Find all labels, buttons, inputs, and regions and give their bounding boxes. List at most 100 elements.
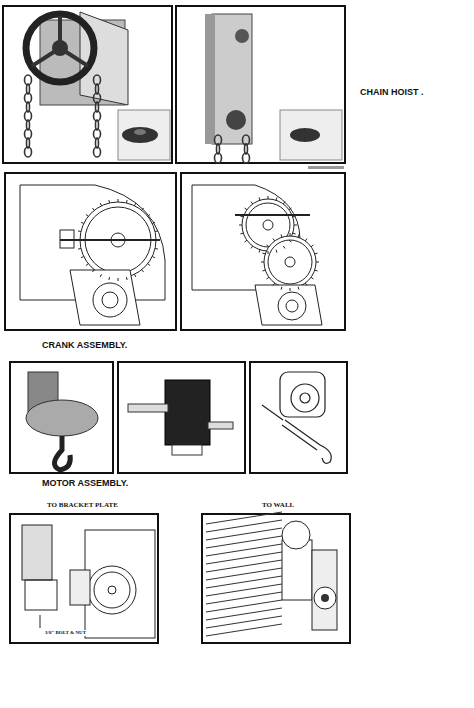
- gear-tooth: [126, 277, 128, 280]
- photo-frame: [176, 6, 345, 163]
- section-title: MOTOR ASSEMBLY.: [42, 479, 128, 489]
- drawing-frame: [10, 362, 113, 473]
- gear-tooth: [268, 251, 269, 254]
- gear-teeth: [77, 196, 319, 291]
- gear-tooth: [289, 208, 291, 210]
- view-title: TO WALL: [262, 502, 294, 510]
- gear-tooth: [92, 208, 94, 210]
- gear-tooth: [245, 208, 247, 210]
- gear-tooth: [267, 277, 269, 279]
- gear-tooth: [118, 199, 119, 202]
- gear-tooth: [240, 233, 243, 235]
- gear-tooth: [281, 234, 283, 237]
- drawing-frame: [5, 173, 176, 330]
- drawing-frame: [250, 362, 347, 473]
- bracket-mount: [22, 525, 155, 638]
- gear-tooth: [293, 216, 296, 218]
- gear-tooth: [155, 230, 158, 232]
- gear-tooth: [298, 287, 300, 290]
- chain-hoist-box: [205, 14, 342, 160]
- gear-tooth: [118, 278, 119, 281]
- gear-tooth: [267, 245, 269, 247]
- gear-tooth: [245, 240, 247, 242]
- door-slat: [206, 624, 282, 636]
- gear-tooth: [239, 225, 242, 226]
- gear-tooth: [142, 270, 144, 272]
- gear-tooth: [86, 214, 88, 216]
- gear-box: [128, 380, 233, 455]
- gear-tooth: [251, 202, 253, 204]
- gear-tooth: [86, 264, 88, 266]
- gear-tooth: [77, 240, 80, 241]
- gear-tooth: [281, 287, 283, 290]
- gear-tooth: [268, 196, 269, 199]
- gear-tooth: [305, 239, 307, 241]
- section-title: CRANK ASSEMBLY.: [42, 341, 127, 351]
- drawing-frame: [10, 514, 158, 643]
- gear-tooth: [152, 222, 155, 223]
- gear-tooth: [108, 277, 110, 280]
- chain-link: [25, 147, 32, 157]
- gear-tooth: [148, 264, 150, 266]
- gear-tooth: [100, 203, 101, 206]
- drawing-frame: [118, 362, 245, 473]
- gear-tooth: [261, 262, 264, 263]
- gear-tooth: [259, 197, 261, 200]
- gear-tooth: [262, 253, 265, 255]
- gear-tooth: [134, 203, 135, 206]
- gear-tooth: [152, 256, 155, 257]
- gear-tooth: [273, 239, 275, 241]
- gear-tooth: [148, 214, 150, 216]
- gear-tooth: [92, 270, 94, 272]
- view-title: TO BRACKET PLATE: [47, 502, 118, 510]
- gear-tooth: [298, 234, 300, 237]
- gear-tooth: [305, 283, 307, 285]
- gear-tooth: [316, 262, 319, 263]
- chain-link: [94, 147, 101, 157]
- gear-tooth: [276, 197, 278, 200]
- gear-tooth: [78, 230, 81, 232]
- gear-tooth: [259, 250, 261, 253]
- gear-tooth: [290, 288, 291, 291]
- wall-mount: [206, 512, 337, 636]
- gear-tooth: [273, 283, 275, 285]
- gear-tooth: [156, 240, 159, 241]
- gear-tooth: [155, 248, 158, 250]
- gear-tooth: [100, 274, 101, 277]
- gear-tooth: [315, 253, 318, 255]
- grey-bar: [308, 166, 344, 169]
- gear-tooth: [276, 250, 278, 253]
- gear-tooth: [262, 270, 265, 272]
- gear-tooth: [294, 225, 297, 226]
- part-label: 3/8" BOLT & NUT: [44, 630, 87, 636]
- gear-tooth: [315, 270, 318, 272]
- gear-tooth: [293, 233, 296, 235]
- drive-hook: [262, 372, 331, 463]
- photo-frame: [3, 6, 172, 163]
- drawing-frame: [202, 514, 350, 643]
- gear-tooth: [311, 245, 313, 247]
- gear-tooth: [81, 256, 84, 257]
- chain: [25, 75, 250, 163]
- gear-tooth: [81, 222, 84, 223]
- chain-link: [243, 153, 250, 163]
- gear-tooth: [134, 274, 135, 277]
- gear-tooth: [240, 216, 243, 218]
- gear-tooth: [251, 246, 253, 248]
- drawing-frame: [181, 173, 345, 330]
- gear-tooth: [142, 208, 144, 210]
- hook-motor: [26, 372, 98, 470]
- crank-assembly-single: [20, 185, 165, 325]
- chain-link: [215, 153, 222, 163]
- gear-tooth: [311, 277, 313, 279]
- gear-tooth: [289, 240, 291, 242]
- gear-tooth: [290, 233, 291, 236]
- gear-tooth: [108, 200, 110, 203]
- gear-tooth: [126, 200, 128, 203]
- chain-wheel-hoist: [26, 12, 170, 160]
- gear-tooth: [283, 202, 285, 204]
- gear-tooth: [78, 248, 81, 250]
- crank-assembly-double: [192, 185, 322, 325]
